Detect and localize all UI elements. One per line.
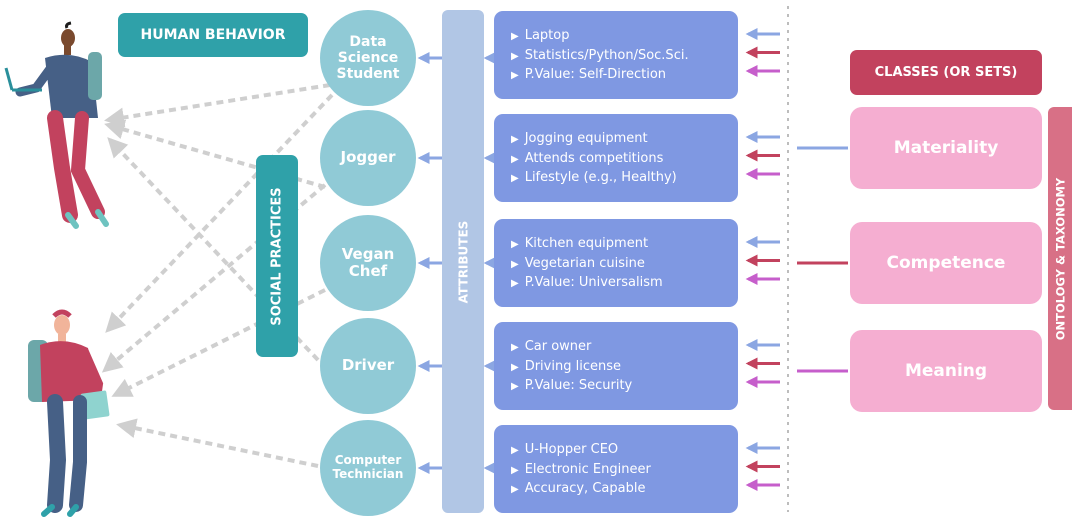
attribute-item: ▶P.Value: Self-Direction: [511, 67, 667, 82]
ontology-taxonomy-label: ONTOLOGY & TAXONOMY: [1053, 177, 1067, 340]
practice-jogger: Jogger: [320, 110, 416, 206]
triangle-bullet-icon: ▶: [511, 278, 519, 289]
practice-line: Vegan: [341, 244, 395, 263]
class-competence: Competence: [850, 222, 1042, 304]
attribute-to-practice-arrows: [417, 52, 444, 474]
link-data-science-to-figure-1: [104, 83, 331, 128]
triangle-bullet-icon: ▶: [511, 134, 519, 145]
triangle-bullet-icon: ▶: [511, 70, 519, 81]
practice-line: Computer: [334, 453, 402, 468]
attribute-item: ▶Laptop: [511, 28, 570, 43]
triangle-bullet-icon: ▶: [511, 484, 519, 495]
practice-line: Science: [337, 49, 399, 66]
triangle-bullet-icon: ▶: [511, 342, 519, 353]
practice-driver: Driver: [320, 318, 416, 414]
attribute-item: ▶Vegetarian cuisine: [511, 255, 645, 271]
person-figure-book: [28, 309, 110, 517]
practice-vegan-chef: Vegan Chef: [320, 215, 416, 311]
practice-line: Driver: [341, 356, 395, 375]
practice-line: Chef: [348, 262, 388, 280]
triangle-bullet-icon: ▶: [511, 361, 519, 373]
attribute-box-data-science: ▶Laptop ▶Statistics/Python/Soc.Sci. ▶P.V…: [494, 11, 738, 99]
human-behavior-label: HUMAN BEHAVIOR: [118, 13, 308, 57]
ontology-taxonomy-bar: ONTOLOGY & TAXONOMY: [1048, 107, 1072, 410]
triangle-bullet-icon: ▶: [511, 239, 519, 250]
practice-line: Jogger: [340, 148, 396, 167]
social-practices-bar: SOCIAL PRACTICES: [256, 155, 298, 357]
attribute-box-computer-technician: ▶U-Hopper CEO ▶Electronic Engineer ▶Accu…: [494, 425, 738, 513]
practice-line: Student: [336, 66, 400, 83]
attribute-item: ▶Electronic Engineer: [511, 461, 651, 477]
attribute-box-vegan-chef: ▶Kitchen equipment ▶Vegetarian cuisine ▶…: [494, 219, 738, 307]
attributes-bar: ATTRIBUTES: [442, 10, 484, 513]
triangle-bullet-icon: ▶: [511, 464, 519, 476]
attribute-item: ▶U-Hopper CEO: [511, 442, 619, 457]
triangle-bullet-icon: ▶: [511, 153, 519, 165]
triangle-bullet-icon: ▶: [511, 31, 519, 42]
attribute-item: ▶Car owner: [511, 339, 592, 354]
triangle-bullet-icon: ▶: [511, 50, 519, 62]
class-link-arrows: [745, 28, 780, 491]
class-materiality: Materiality: [850, 107, 1042, 189]
classes-header: CLASSES (OR SETS): [850, 50, 1042, 95]
attribute-item: ▶Driving license: [511, 358, 621, 374]
practice-line: Technician: [332, 467, 404, 481]
attribute-item: ▶P.Value: Security: [511, 378, 633, 393]
triangle-bullet-icon: ▶: [511, 381, 519, 392]
link-computer-tech-to-figure-2: [116, 418, 319, 468]
class-meaning: Meaning: [850, 330, 1042, 412]
link-data-science-to-figure-2: [105, 93, 334, 333]
triangle-bullet-icon: ▶: [511, 258, 519, 270]
practice-computer-technician: Computer Technician: [320, 420, 416, 516]
social-practices-label: SOCIAL PRACTICES: [269, 186, 285, 326]
attribute-box-driver: ▶Car owner ▶Driving license ▶P.Value: Se…: [494, 322, 738, 410]
attributes-label: ATTRIBUTES: [456, 220, 470, 303]
triangle-bullet-icon: ▶: [511, 445, 519, 456]
attribute-item: ▶Jogging equipment: [511, 131, 648, 146]
triangle-bullet-icon: ▶: [511, 173, 519, 184]
attribute-item: ▶P.Value: Universalism: [511, 275, 663, 290]
attribute-item: ▶Lifestyle (e.g., Healthy): [511, 170, 677, 185]
practice-line: Data: [349, 33, 387, 50]
attribute-item: ▶Accuracy, Capable: [511, 481, 646, 496]
attribute-item: ▶Attends competitions: [511, 150, 664, 166]
attribute-item: ▶Kitchen equipment: [511, 236, 649, 251]
person-figure-laptop: [4, 21, 109, 229]
practice-data-science-student: Data Science Student: [320, 10, 416, 106]
attribute-box-jogger: ▶Jogging equipment ▶Attends competitions…: [494, 114, 738, 202]
box-to-attributes-arrows: [483, 52, 496, 474]
attribute-item: ▶Statistics/Python/Soc.Sci.: [511, 47, 689, 63]
